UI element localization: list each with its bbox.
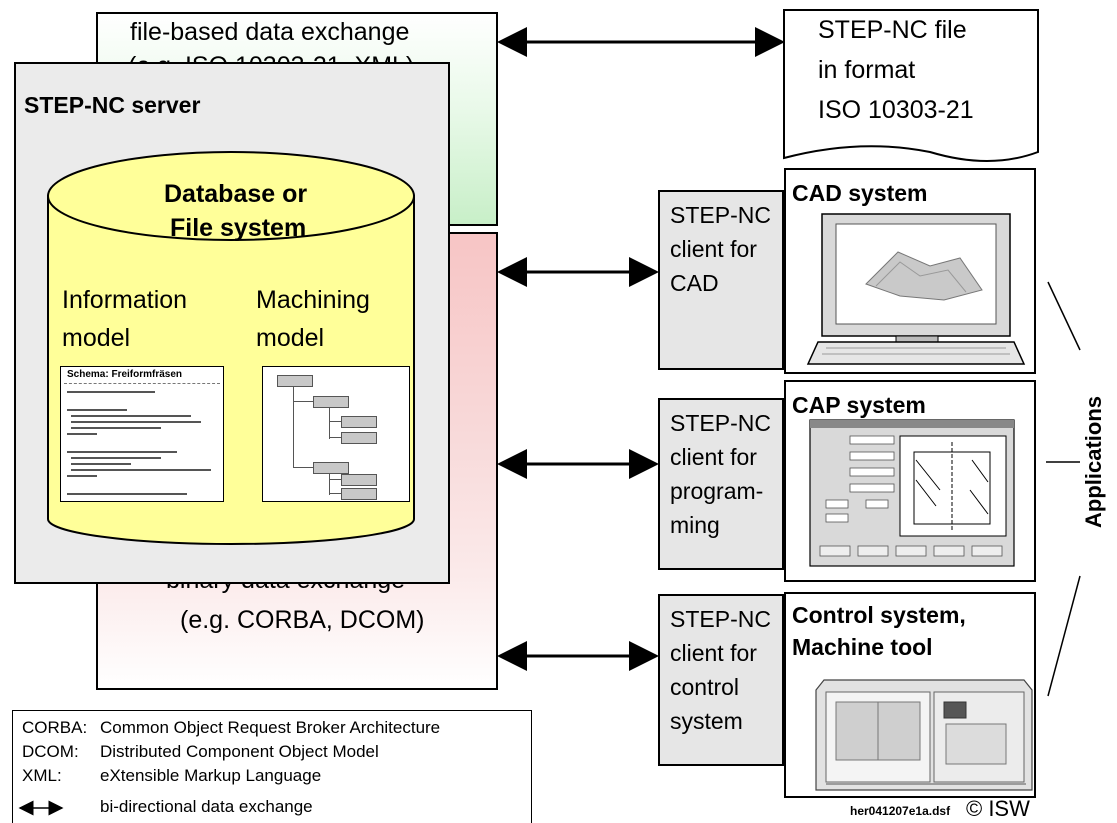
legend-row: bi-directional data exchange: [22, 797, 522, 819]
schema-title: Schema: Freiformfräsen: [67, 369, 183, 380]
information-model-line1: Information: [62, 286, 188, 314]
legend-row: CORBA: Common Object Request Broker Arch…: [22, 718, 522, 740]
legend-box: [12, 710, 532, 823]
client-control-line3: control: [670, 674, 740, 700]
legend-key: CORBA:: [22, 718, 88, 737]
legend-row: DCOM: Distributed Component Object Model: [22, 742, 522, 764]
machining-model-line1: Machining: [256, 286, 370, 314]
cap-system-box: CAP system: [784, 380, 1036, 582]
applications-label: Applications: [1081, 395, 1106, 529]
legend-value: bi-directional data exchange: [100, 797, 313, 816]
cad-system-title: CAD system: [792, 180, 928, 206]
client-cad-line3: CAD: [670, 270, 719, 296]
information-model-line2: model: [62, 324, 131, 352]
schema-document: Schema: Freiformfräsen: [60, 366, 224, 502]
cap-dialog-icon: [809, 419, 1015, 567]
legend-key: XML:: [22, 766, 62, 785]
legend-value: Common Object Request Broker Architectur…: [100, 718, 441, 737]
cap-system-title: CAP system: [792, 392, 926, 418]
footer-filename: her041207e1a.dsf: [850, 804, 951, 818]
cad-system-box: CAD system: [784, 168, 1036, 374]
client-cad-line2: client for: [670, 236, 757, 262]
client-control-line1: STEP-NC: [670, 606, 771, 632]
client-cad: STEP-NC client for CAD: [658, 190, 784, 370]
control-system-title-line2: Machine tool: [792, 634, 933, 660]
computer-icon: [806, 213, 1026, 365]
legend-key: DCOM:: [22, 742, 79, 761]
step-file-line2: in format: [818, 56, 916, 84]
client-control: STEP-NC client for control system: [658, 594, 784, 766]
control-system-title-line1: Control system,: [792, 602, 966, 628]
machining-model-line2: model: [256, 324, 325, 352]
server-title: STEP-NC server: [24, 92, 201, 118]
client-control-line4: system: [670, 708, 743, 734]
file-exchange-line1: file-based data exchange: [130, 18, 410, 46]
client-programming-line1: STEP-NC: [670, 410, 771, 436]
client-programming-line4: ming: [670, 512, 720, 538]
footer-copyright: © ISW: [966, 796, 1030, 821]
machine-tool-icon: [815, 679, 1033, 791]
machining-tree-document: [262, 366, 410, 502]
binary-exchange-line2: (e.g. CORBA, DCOM): [180, 606, 425, 634]
legend-value: Distributed Component Object Model: [100, 742, 379, 761]
control-system-box: Control system, Machine tool: [784, 592, 1036, 798]
legend-row: XML: eXtensible Markup Language: [22, 766, 522, 788]
client-programming-line2: client for: [670, 444, 757, 470]
client-programming: STEP-NC client for program- ming: [658, 398, 784, 570]
step-file-document-icon: [783, 9, 1039, 162]
client-programming-line3: program-: [670, 478, 764, 504]
legend-value: eXtensible Markup Language: [100, 766, 322, 785]
database-label-line2: File system: [170, 214, 307, 242]
client-cad-line1: STEP-NC: [670, 202, 771, 228]
step-file-line3: ISO 10303-21: [818, 96, 974, 124]
step-file-line1: STEP-NC file: [818, 16, 967, 44]
client-control-line2: client for: [670, 640, 757, 666]
database-label-line1: Database or: [164, 180, 308, 208]
